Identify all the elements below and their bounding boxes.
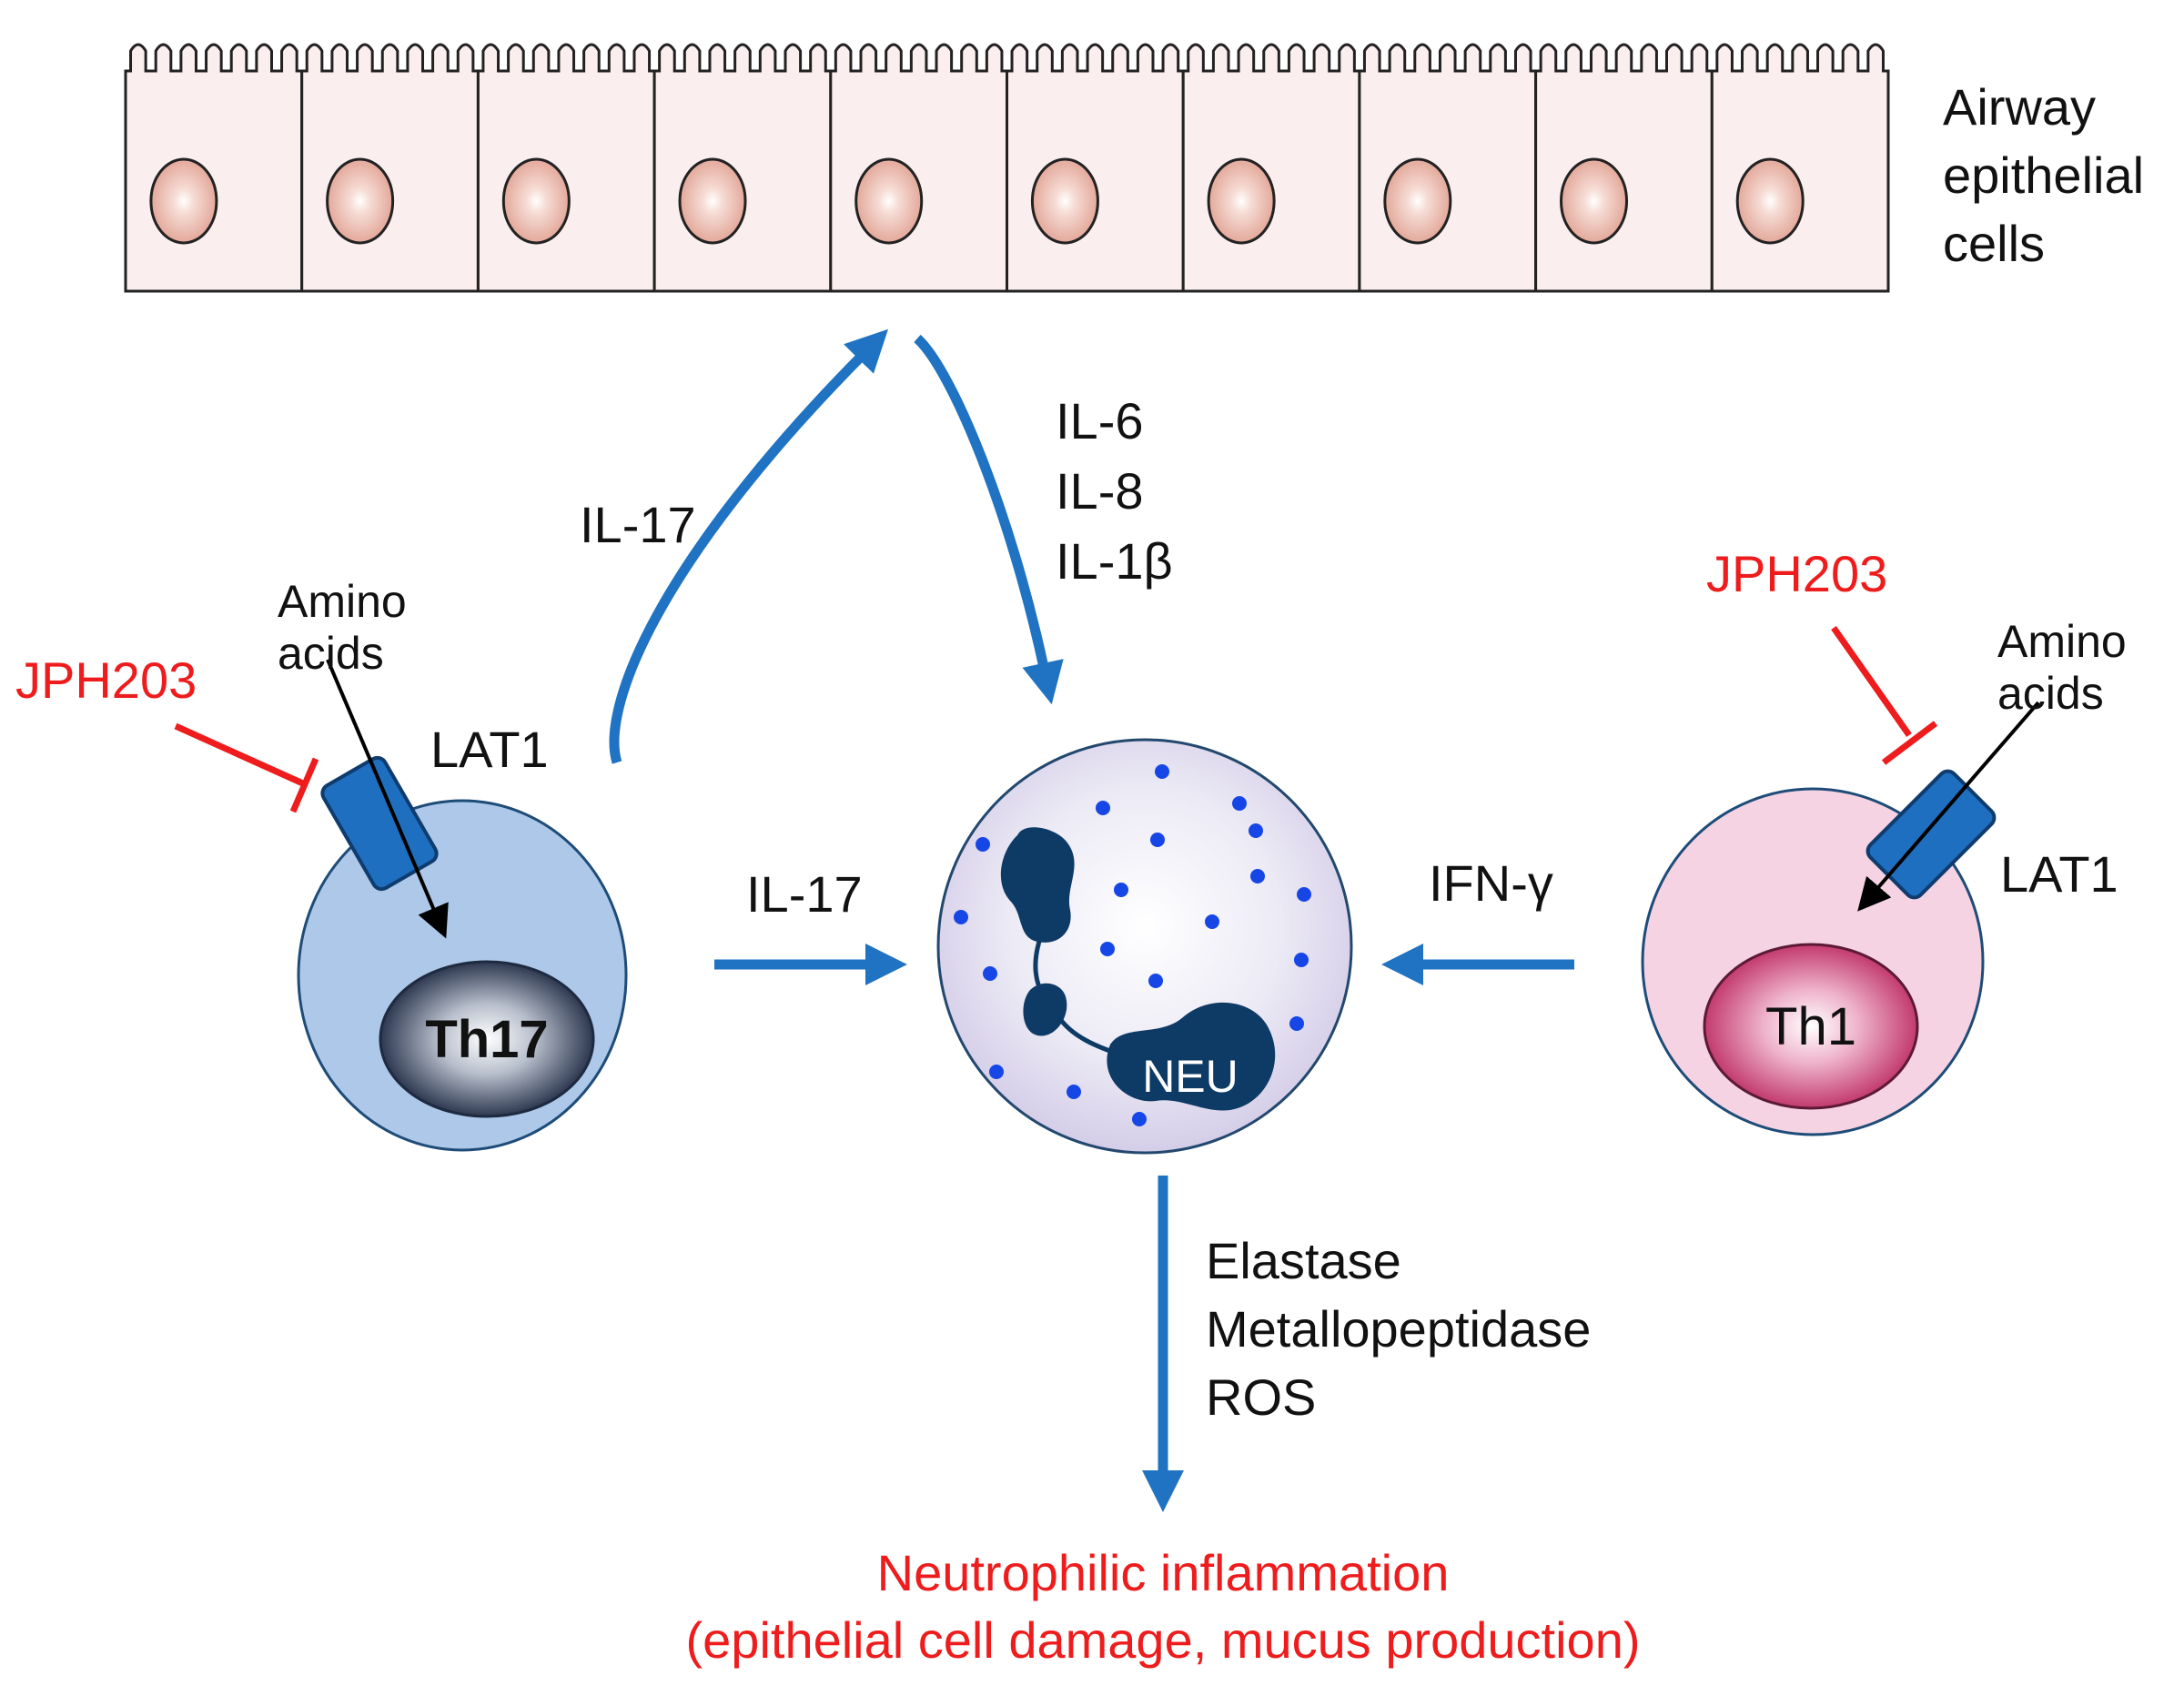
neutrophil-granule xyxy=(1232,796,1247,811)
epithelium-to-neutrophil-arrow xyxy=(914,334,1064,705)
neutrophil-outputs-label: Elastase Metallopeptidase ROS xyxy=(1206,1232,1605,1426)
il17-to-epithelium-arrow xyxy=(609,328,889,764)
th1-nucleus-label: Th1 xyxy=(1765,997,1856,1056)
th17-jph203-label: JPH203 xyxy=(15,651,197,709)
epithelial-cell-nucleus xyxy=(326,157,395,245)
th1-amino-label-line-2: acids xyxy=(1997,668,2104,719)
th17-amino-acids-label: Amino acids xyxy=(278,576,420,679)
epithelium-label-line-2: epithelial xyxy=(1943,146,2144,204)
ifn-gamma-label: IFN-γ xyxy=(1429,854,1553,912)
neutrophil-granule xyxy=(1205,914,1219,929)
epithelial-cell xyxy=(1534,43,1714,293)
neutrophil-granule xyxy=(989,1065,1004,1079)
output-ros: ROS xyxy=(1206,1368,1316,1426)
neutrophil-granule xyxy=(983,966,997,981)
th1-nucleus xyxy=(1703,943,1919,1110)
th1-jph203-inhibition xyxy=(1831,625,1938,765)
epithelial-cell xyxy=(1358,43,1538,293)
th17-amino-acid-arrow xyxy=(326,659,449,939)
epithelial-cell-nucleus xyxy=(501,157,571,245)
neutrophil-granule xyxy=(1294,953,1309,967)
th1-lat1-label: LAT1 xyxy=(2000,845,2118,903)
epithelial-cell xyxy=(1006,43,1185,293)
epithelium-label: Airway epithelial cells xyxy=(1943,78,2159,272)
epithelial-cell-body xyxy=(476,43,656,293)
epithelium-label-line-3: cells xyxy=(1943,215,2045,272)
th17-amino-label-line-2: acids xyxy=(278,628,384,679)
epithelial-cell-body xyxy=(124,43,304,293)
neutrophil-granule xyxy=(1132,1112,1147,1126)
epithelial-cell-body xyxy=(829,43,1008,293)
epithelial-cell xyxy=(652,43,833,293)
epithelial-cell-body xyxy=(1006,43,1185,293)
neutrophil-granules xyxy=(954,764,1311,1126)
il17-neutrophil-label: IL-17 xyxy=(746,865,863,923)
neutrophil-label: NEU xyxy=(1142,1051,1239,1102)
outcome-detail: (epithelial cell damage, mucus productio… xyxy=(686,1611,1641,1669)
epithelial-cell-nucleus xyxy=(1383,157,1452,245)
output-metallopeptidase: Metallopeptidase xyxy=(1206,1300,1591,1358)
epithelial-cell-body xyxy=(1358,43,1538,293)
epithelial-cell-body xyxy=(1181,43,1361,293)
th1-amino-acid-arrow xyxy=(1857,701,2040,912)
epithelial-cell xyxy=(829,43,1008,293)
epithelial-cell xyxy=(1710,43,1890,293)
epithelium-cytokines-label: IL-6 IL-8 IL-1β xyxy=(1056,392,1173,590)
neutrophil-granule xyxy=(976,837,990,852)
epithelial-cell xyxy=(300,43,480,293)
epithelial-cell-body xyxy=(652,43,833,293)
cytokine-il6: IL-6 xyxy=(1056,392,1144,449)
th17-nucleus xyxy=(379,960,595,1118)
neutrophil-granule xyxy=(1249,823,1263,838)
th1-amino-label-line-1: Amino xyxy=(1997,616,2127,667)
cytokine-il8: IL-8 xyxy=(1056,462,1144,520)
neutrophil-nucleus-lobe-3 xyxy=(1107,1002,1276,1111)
th1-cell: Th1 Amino acids LAT1 JPH203 xyxy=(1641,545,2139,1136)
neutrophil-granule xyxy=(1067,1085,1081,1099)
th17-cell: Th17 Amino acids LAT1 JPH203 xyxy=(15,576,628,1152)
th17-amino-label-line-1: Amino xyxy=(278,576,407,627)
neutrophil-granule xyxy=(1155,764,1169,779)
th17-lat1-label: LAT1 xyxy=(430,721,549,778)
th1-amino-acids-label: Amino acids xyxy=(1997,616,2139,719)
neutrophil-granule xyxy=(1150,833,1165,847)
neutrophil-cell: NEU xyxy=(936,738,1353,1155)
epithelial-cell-nucleus xyxy=(854,157,924,245)
epithelial-cell-body xyxy=(1710,43,1890,293)
neutrophil-nucleus-lobe-1 xyxy=(1000,827,1075,943)
neutrophil-granule xyxy=(1250,869,1265,883)
epithelial-cell-body xyxy=(1534,43,1714,293)
output-elastase: Elastase xyxy=(1206,1232,1401,1289)
th1-jph203-label: JPH203 xyxy=(1706,545,1887,602)
epithelium-label-line-1: Airway xyxy=(1943,78,2096,136)
epithelial-cell xyxy=(476,43,656,293)
epithelial-cell-nucleus xyxy=(1207,157,1276,245)
epithelial-cell-nucleus xyxy=(149,157,218,245)
neutrophil-granule xyxy=(1096,801,1110,815)
outcome-title: Neutrophilic inflammation xyxy=(877,1544,1450,1601)
airway-epithelium xyxy=(124,43,1890,293)
th17-lat1-transporter xyxy=(320,755,439,892)
neutrophil-granule xyxy=(1148,974,1163,988)
neutrophil-granule xyxy=(1114,883,1128,897)
il17-epithelium-label: IL-17 xyxy=(580,496,696,553)
epithelial-cell xyxy=(124,43,304,293)
neutrophil-nucleus-filament xyxy=(1033,925,1118,1056)
neutrophil-nucleus-lobe-2 xyxy=(1023,983,1067,1036)
neutrophil-granule xyxy=(1100,942,1115,956)
neutrophil-granule xyxy=(1297,887,1311,902)
neutrophil-granule xyxy=(954,910,968,924)
epithelial-cell-body xyxy=(300,43,480,293)
cytokine-il1b: IL-1β xyxy=(1056,532,1173,590)
neutrophil-granule xyxy=(1289,1016,1304,1031)
epithelial-cell-nucleus xyxy=(1735,157,1805,245)
th17-jph203-inhibition xyxy=(174,722,319,813)
epithelial-cell-nucleus xyxy=(678,157,747,245)
th17-nucleus-label: Th17 xyxy=(425,1010,548,1069)
epithelial-cell xyxy=(1181,43,1361,293)
epithelial-cell-nucleus xyxy=(1030,157,1099,245)
epithelial-cell-nucleus xyxy=(1560,157,1629,245)
